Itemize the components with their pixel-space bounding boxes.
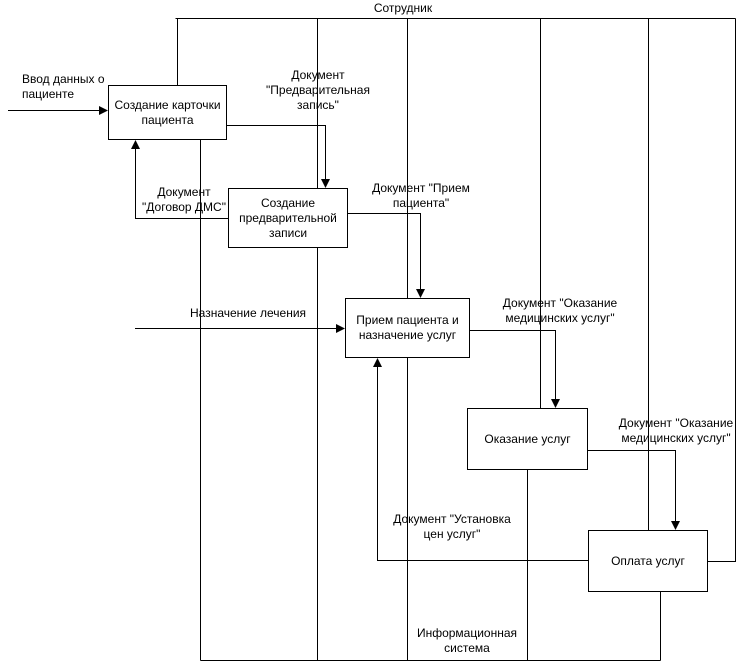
node-patient-reception: Прием пациента и назначение услуг xyxy=(345,298,470,358)
arrowhead-patient-reception-doc xyxy=(416,289,425,298)
arrow-prelim-record-doc xyxy=(227,125,326,180)
arrowhead-medical-services-doc-1 xyxy=(551,399,560,408)
node-service-payment: Оплата услуг xyxy=(588,530,708,592)
bottom-actor-label: Информационная система xyxy=(416,626,518,655)
edge-label-medical-services-doc-2: Документ "Оказание медицинских услуг" xyxy=(618,416,734,445)
edge-label-patient-reception-doc: Документ "Прием пациента" xyxy=(372,181,470,210)
arrow-medical-services-doc-1 xyxy=(470,330,556,399)
node-service-payment-label: Оплата услуг xyxy=(611,553,685,568)
arrow-medical-services-doc-2 xyxy=(588,450,676,521)
edge-label-medical-services-doc-1: Документ "Оказание медицинских услуг" xyxy=(502,296,618,325)
top-actor-label: Сотрудник xyxy=(373,1,433,15)
node-create-card: Создание карточки пациента xyxy=(108,85,227,140)
arrowhead-dms-contract-doc xyxy=(131,140,140,149)
node-patient-reception-label: Прием пациента и назначение услуг xyxy=(356,313,459,342)
node-create-card-label: Создание карточки пациента xyxy=(114,97,221,127)
edge-label-treatment-assignment: Назначение лечения xyxy=(190,306,307,320)
arrowhead-service-prices-doc xyxy=(373,358,382,367)
arrowhead-treatment-assignment xyxy=(336,324,345,333)
node-service-provision-label: Оказание услуг xyxy=(484,431,571,446)
flow-arrows xyxy=(8,106,680,561)
node-service-provision: Оказание услуг xyxy=(467,408,588,470)
node-create-prelim-record: Создание предварительной записи xyxy=(228,188,348,248)
edge-label-prelim-record-doc: Документ "Предварительная запись" xyxy=(266,68,370,112)
arrowhead-patient-data-input xyxy=(99,106,108,115)
node-create-prelim-record-label: Создание предварительной записи xyxy=(239,195,337,240)
edge-label-patient-data-input: Ввод данных о пациенте xyxy=(22,72,105,101)
arrowhead-prelim-record-doc xyxy=(321,179,330,188)
arrowhead-medical-services-doc-2 xyxy=(671,521,680,530)
edge-label-service-prices-doc: Документ "Установка цен услуг" xyxy=(393,512,511,541)
arrow-patient-reception-doc xyxy=(348,213,421,289)
right-actor-line-to-payment xyxy=(708,18,736,562)
edge-label-dms-contract-doc: Документ "Договор ДМС" xyxy=(142,185,226,214)
